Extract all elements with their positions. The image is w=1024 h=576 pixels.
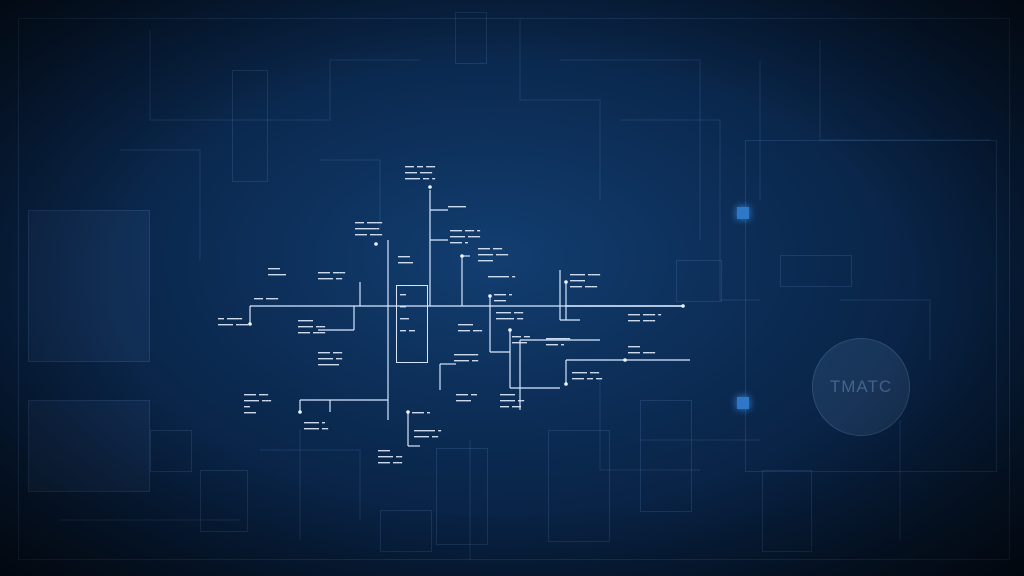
annotation-mark: ▬▬▬▬▬ ▬▬▬▬▬ ▬▬ ▬▬▬ ▬▬▬	[500, 392, 525, 410]
annotation-mark: ▬▬▬▬▬▬▬ ▬ ▬▬▬▬▬ ▬▬	[414, 428, 442, 440]
annotation-mark: ▬▬▬▬▬▬▬▬ ▬▬▬▬▬ ▬▬	[454, 352, 479, 364]
annotation-mark: ▬▬▬▬ ▬▬▬▬▬ ▬▬ ▬▬▬▬ ▬▬▬	[378, 448, 403, 466]
annotation-mark: ▬▬▬▬▬ ▬▬▬▬ ▬▬▬	[458, 322, 483, 334]
annotation-mark: ▬▬ ▬▬▬▬▬ ▬▬▬▬▬ ▬▬▬▬	[218, 316, 249, 328]
annotation-mark: ▬▬▬▬ ▬▬▬ ▬▬▬▬▬ ▬▬▬ ▬▬ ▬▬▬▬	[244, 392, 272, 416]
annotation-mark: ▬▬▬▬ ▬▬▬ ▬▬▬▬▬ ▬▬▬▬ ▬▬▬▬▬	[478, 246, 509, 264]
annotation-mark: ▬▬▬▬ ▬	[412, 410, 431, 416]
annotation-mark: ▬▬▬▬▬ ▬▬▬▬ ▬▬▬▬▬ ▬▬▬▬ ▬▬▬▬	[570, 272, 601, 290]
annotation-mark: ▬▬▬▬▬▬▬ ▬	[488, 274, 516, 280]
annotation-mark: ▬▬▬ ▬▬▬▬	[254, 296, 279, 302]
annotation-mark: ▬▬▬▬▬ ▬▬▬ ▬▬▬▬ ▬▬ ▬▬	[572, 370, 603, 382]
annotation-mark: ▬▬▬▬▬ ▬ ▬▬▬▬▬ ▬▬	[304, 420, 329, 432]
annotation-mark: ▬▬▬▬ ▬▬▬▬ ▬ ▬▬▬▬ ▬▬▬▬	[628, 312, 662, 324]
annotation-mark: ▬▬▬▬ ▬▬▬▬ ▬▬▬▬	[628, 344, 656, 356]
annotation-mark: ▬▬▬▬ ▬▬▬▬ ▬▬▬▬▬ ▬▬	[318, 270, 346, 282]
annotation-mark: ▬▬▬ ▬▬ ▬▬▬▬▬	[512, 334, 531, 346]
annotation-mark: ▬▬▬▬ ▬▬▬ ▬▬▬▬▬ ▬▬ ▬▬▬▬▬▬▬	[318, 350, 343, 368]
annotation-mark: ▬▬▬▬▬ ▬▬▬▬▬ ▬▬▬ ▬▬▬▬ ▬▬▬▬	[298, 318, 326, 336]
annotation-mark: ▬▬▬ ▬▬▬▬▬ ▬▬▬▬▬▬▬▬ ▬▬▬▬ ▬▬▬▬	[355, 220, 383, 238]
annotation-mark: ▬▬▬▬ ▬▬▬ ▬ ▬▬▬▬▬ ▬▬▬▬ ▬▬▬▬ ▬	[450, 228, 481, 246]
annotation-mark: ▬▬▬▬ ▬ ▬▬▬▬	[494, 292, 513, 304]
annotation-mark: ▬▬▬▬ ▬▬ ▬▬▬▬▬	[456, 392, 478, 404]
annotation-mark: ▬▬▬▬▬▬	[448, 204, 467, 210]
annotation-mark: ▬▬▬▬ ▬▬▬▬▬▬	[268, 266, 287, 278]
annotation-mark: ▬▬ ▬▬ ▬▬▬ ▬▬ ▬▬	[400, 292, 416, 334]
annotation-mark: ▬▬▬▬ ▬▬▬▬▬	[398, 254, 414, 266]
annotation-mark: ▬▬▬▬▬ ▬▬▬ ▬▬▬▬▬▬ ▬▬	[496, 310, 524, 322]
annotation-mark: ▬▬▬▬▬▬▬▬ ▬▬▬▬ ▬	[546, 336, 571, 348]
annotation-mark: ▬▬▬ ▬▬ ▬▬▬ ▬▬▬▬ ▬▬▬▬ ▬▬▬▬▬ ▬▬ ▬	[405, 164, 436, 182]
